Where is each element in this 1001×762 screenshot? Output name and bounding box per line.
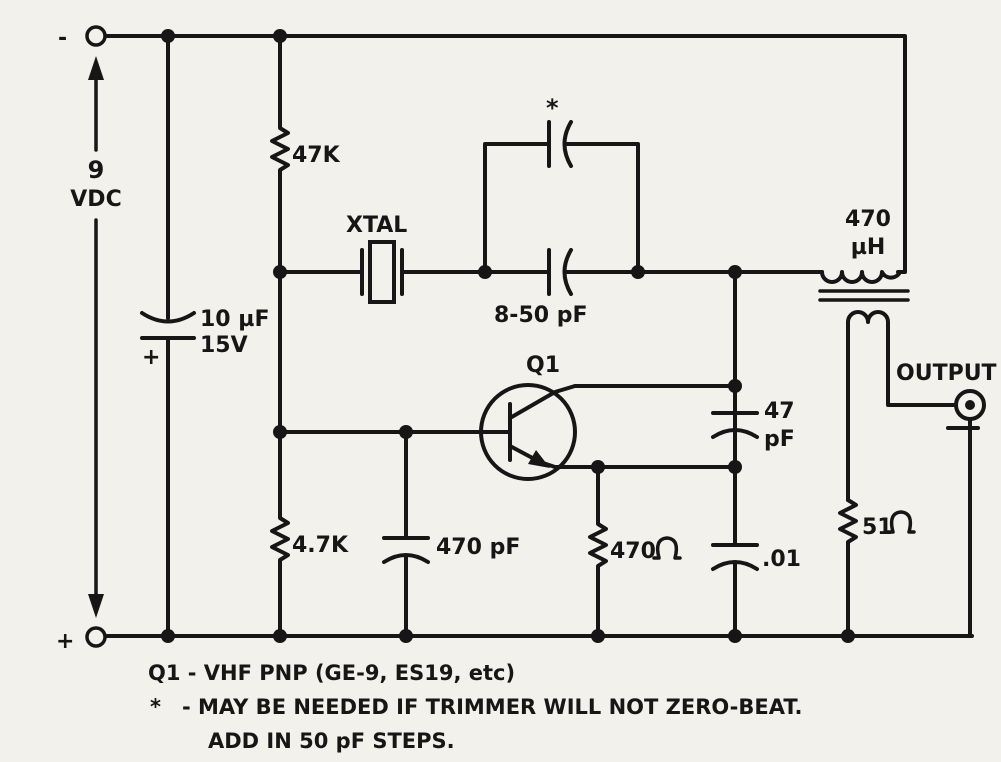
extra-capacitor <box>483 120 640 274</box>
negative-terminal-label: - <box>58 26 67 51</box>
transistor-label: Q1 <box>526 353 560 378</box>
extra-capacitor-mark: * <box>546 94 559 122</box>
bypass-capacitor <box>711 465 759 638</box>
ohm-symbol-emitter <box>652 536 682 560</box>
feedback-capacitor-value: 47 <box>764 399 795 424</box>
positive-terminal-label: + <box>56 629 74 654</box>
emitter-resistor-value: 470 <box>610 539 656 564</box>
supply-capacitor-value: 10 µF <box>200 307 270 332</box>
note-star-mark: * <box>150 695 161 719</box>
voltage-unit: VDC <box>70 187 121 212</box>
trimmer-capacitor <box>483 248 640 296</box>
supply-capacitor <box>140 34 196 638</box>
load-resistor-value: 51 <box>862 515 893 540</box>
inductor <box>818 270 957 502</box>
note-trimmer: - MAY BE NEEDED IF TRIMMER WILL NOT ZERO… <box>182 695 802 719</box>
voltage-arrow <box>88 56 104 618</box>
note-steps: ADD IN 50 pF STEPS. <box>208 729 455 753</box>
output-connector <box>946 389 986 638</box>
bias-resistor-bottom-value: 4.7K <box>292 533 349 558</box>
bias-resistor-top-value: 47K <box>292 143 341 168</box>
bias-resistor-bottom <box>270 430 290 638</box>
supply-capacitor-rating: 15V <box>200 333 248 358</box>
note-q1: Q1 - VHF PNP (GE-9, ES19, etc) <box>148 661 515 685</box>
bypass-capacitor-value: .01 <box>762 547 801 572</box>
positive-terminal <box>85 626 107 648</box>
crystal <box>278 240 487 304</box>
bias-resistor-top <box>270 34 290 434</box>
ohm-symbol-load <box>886 510 916 534</box>
emitter-resistor <box>588 465 608 638</box>
feedback-capacitor-unit: pF <box>764 427 795 452</box>
supply-capacitor-polarity: + <box>142 345 160 370</box>
negative-rail <box>104 34 907 274</box>
inductor-unit: µH <box>851 235 886 260</box>
transistor <box>278 383 737 481</box>
junction-dots <box>161 29 855 643</box>
output-label: OUTPUT <box>896 361 997 386</box>
crystal-label: XTAL <box>346 213 407 238</box>
trimmer-capacitor-value: 8-50 pF <box>494 303 588 328</box>
voltage-value: 9 <box>88 156 105 184</box>
load-resistor <box>838 498 858 638</box>
base-capacitor-value: 470 pF <box>436 535 520 560</box>
negative-terminal <box>85 25 107 47</box>
inductor-value: 470 <box>845 207 891 232</box>
base-capacitor <box>382 430 430 638</box>
